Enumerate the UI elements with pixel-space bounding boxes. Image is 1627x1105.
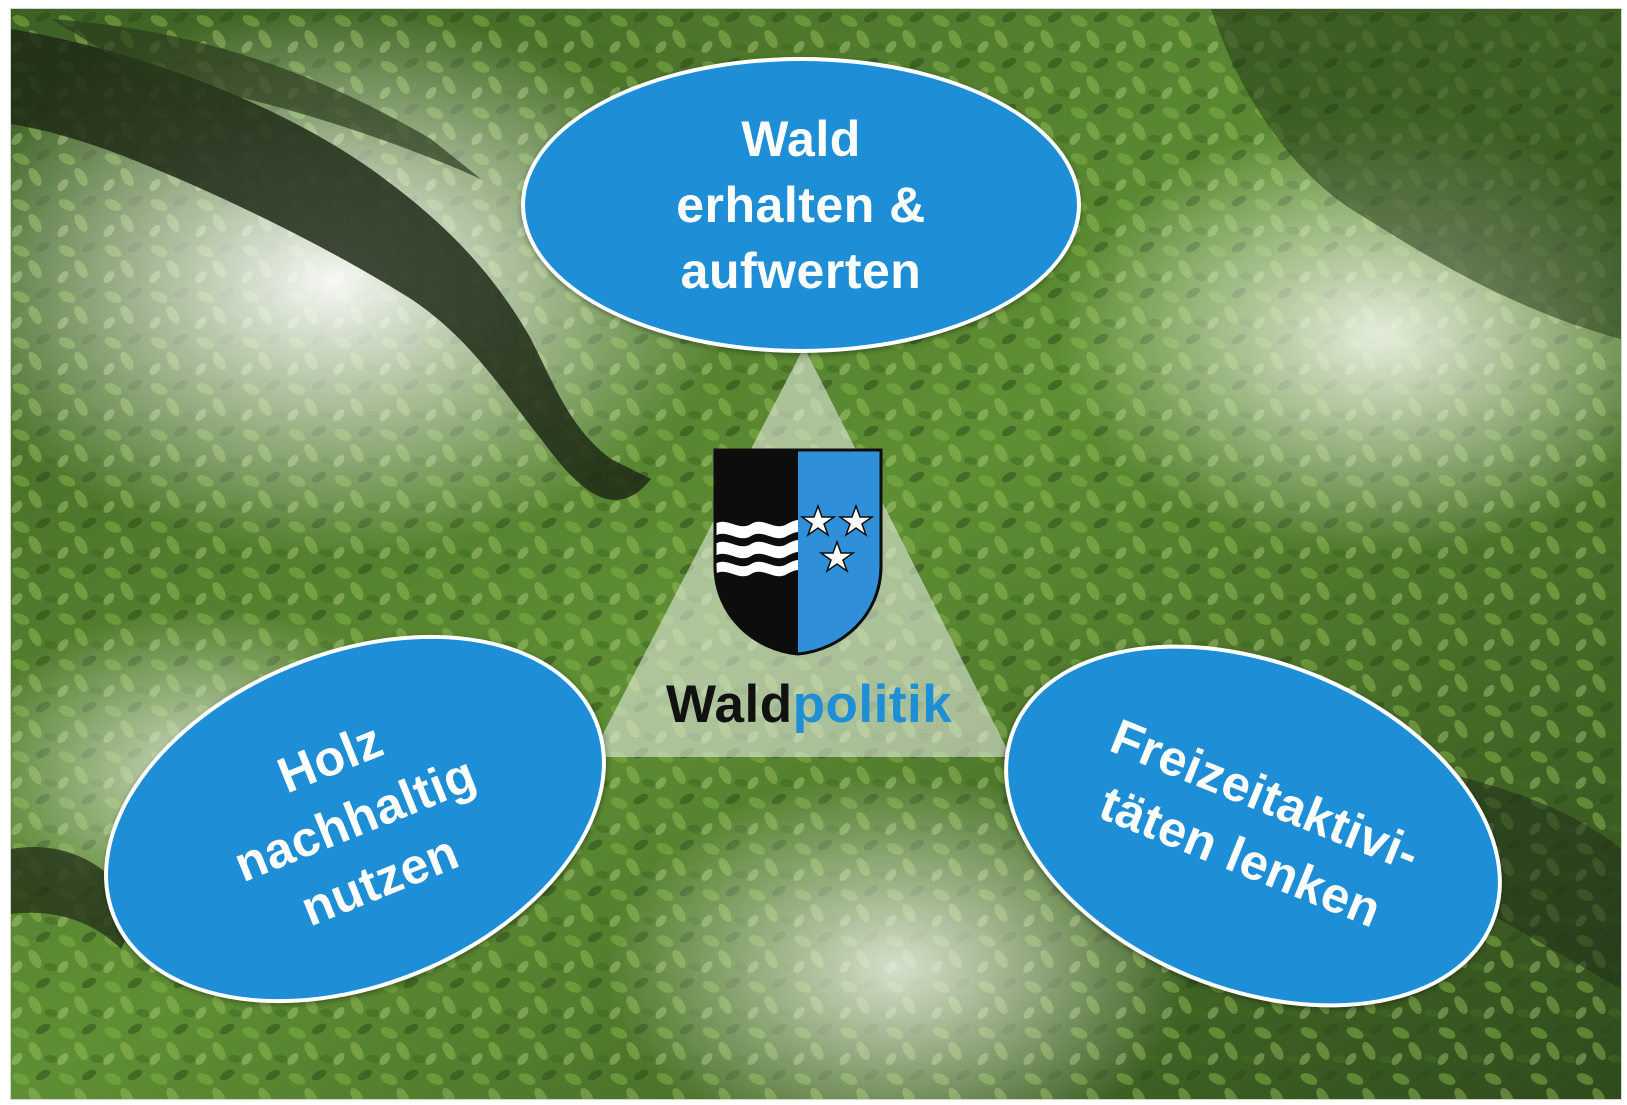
brand-part-politik: politik [792,675,953,734]
oval-top-line-3: aufwerten [680,243,922,299]
oval-top-line-2: erhalten & [676,177,926,233]
oval-top-line-1: Wald [741,111,861,167]
diagram-canvas: Wald erhalten & aufwerten Holz nachhalti… [10,8,1622,1100]
aargau-coat-of-arms-icon [713,448,883,656]
brand-part-wald: Wald [666,675,793,734]
oval-wald-erhalten: Wald erhalten & aufwerten [521,57,1081,353]
waldpolitik-logo-text: Waldpolitik [666,674,956,735]
